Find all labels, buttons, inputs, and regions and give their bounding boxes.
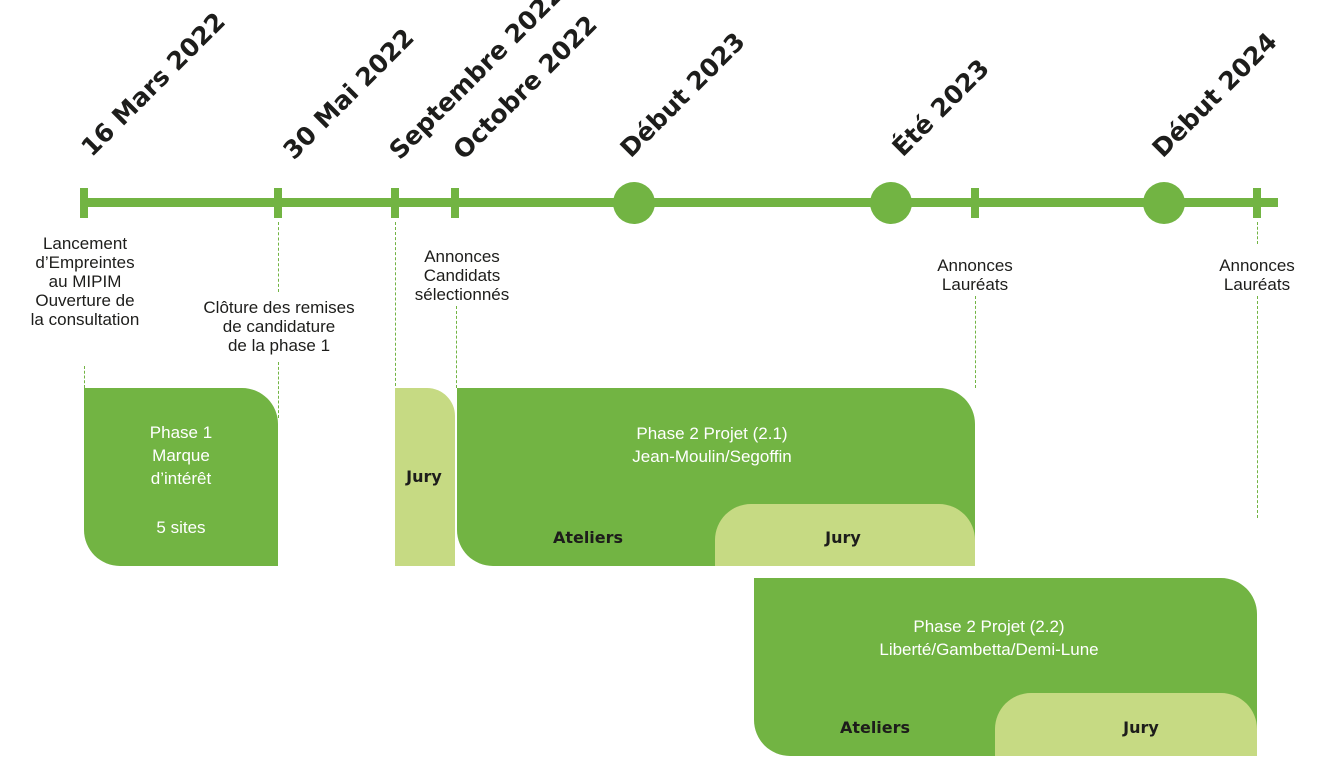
date-debut-2024: Début 2024	[1146, 26, 1283, 164]
phase-1-block: Phase 1 Marque d’intérêt 5 sites	[84, 388, 278, 566]
guide-16-mars	[84, 366, 85, 388]
phase-2-1-jury-label: Jury	[825, 528, 861, 547]
phase-1-sites: 5 sites	[156, 518, 206, 537]
phase-2-2-ateliers-label: Ateliers	[839, 718, 911, 737]
note-annonces-laureats-2024: Annonces Lauréats	[1219, 256, 1295, 294]
date-debut-2023: Début 2023	[614, 26, 751, 164]
note-lancement: Lancement d’Empreintes au MIPIM Ouvertur…	[30, 234, 140, 329]
phase-2-1-title: Phase 2 Projet (2.1) Jean-Moulin/Segoffi…	[632, 424, 792, 466]
phase-2-2-jury-label: Jury	[1123, 718, 1159, 737]
note-annonces-candidats: Annonces Candidats sélectionnés	[414, 247, 510, 304]
phase-2-2-block: Phase 2 Projet (2.2) Liberté/Gambetta/De…	[754, 578, 1257, 756]
phase-2-1-ateliers-label: Ateliers	[552, 528, 624, 547]
jury-septembre-label: Jury	[406, 467, 442, 486]
tick-octobre-2022	[451, 188, 459, 218]
phase-2-1-jury-block: Jury	[715, 504, 975, 566]
milestone-debut-2024	[1143, 182, 1185, 224]
guide-octobre	[456, 306, 457, 388]
jury-septembre-block: Jury	[395, 388, 455, 566]
note-annonces-laureats-2023: Annonces Lauréats	[937, 256, 1013, 294]
tick-debut-2024-end	[1253, 188, 1261, 218]
date-ete-2023: Été 2023	[886, 53, 995, 163]
guide-debut-2024	[1257, 222, 1258, 244]
milestone-ete-2023	[870, 182, 912, 224]
guide-ete-2023	[975, 296, 976, 388]
phase-1-title: Phase 1 Marque d’intérêt	[149, 423, 213, 488]
phase-2-1-block: Phase 2 Projet (2.1) Jean-Moulin/Segoffi…	[457, 388, 975, 566]
date-16-mars-2022: 16 Mars 2022	[75, 6, 231, 163]
timeline-axis	[84, 198, 1278, 207]
note-cloture: Clôture des remises de candidature de la…	[203, 298, 355, 355]
tick-ete-2023-end	[971, 188, 979, 218]
guide-30-mai	[278, 222, 279, 292]
milestone-debut-2023	[613, 182, 655, 224]
tick-septembre-2022	[391, 188, 399, 218]
guide-debut-2024-lower	[1257, 296, 1258, 518]
phase-2-2-jury-block: Jury	[995, 693, 1257, 756]
guide-30-mai-lower	[278, 362, 279, 418]
tick-16-mars-2022	[80, 188, 88, 218]
tick-30-mai-2022	[274, 188, 282, 218]
phase-2-2-title: Phase 2 Projet (2.2) Liberté/Gambetta/De…	[879, 617, 1099, 659]
